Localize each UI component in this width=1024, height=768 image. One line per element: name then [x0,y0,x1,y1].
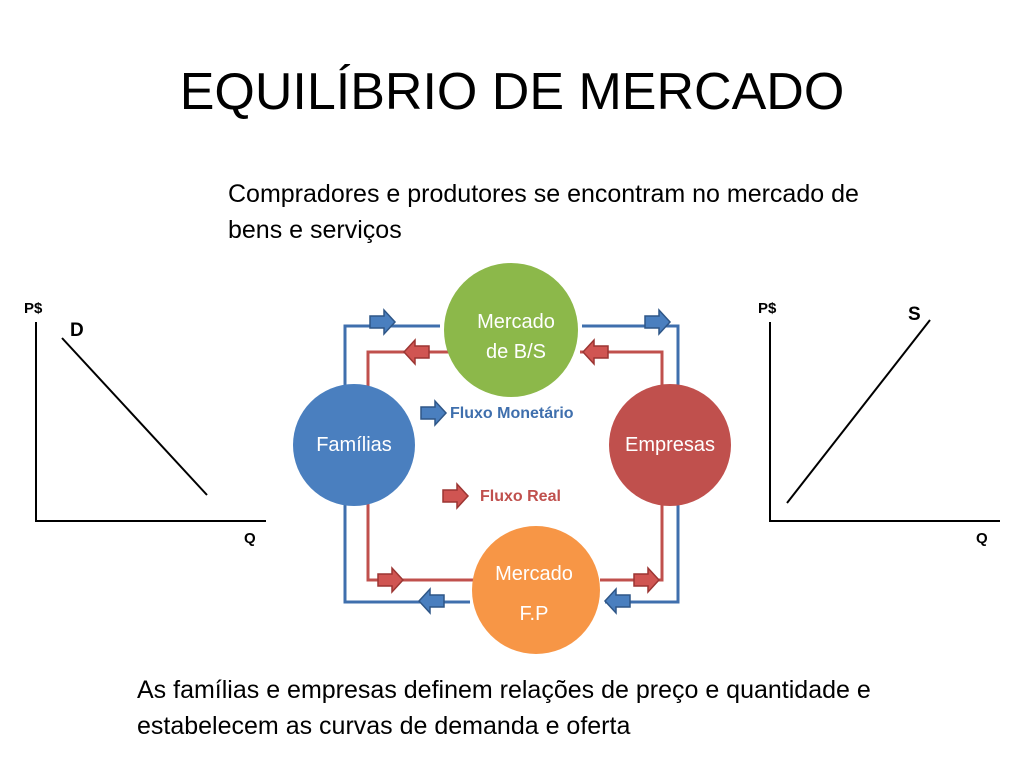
supply-curve [786,319,931,504]
demand-graph: P$ D Q [24,300,266,547]
real-arrow-top-left [403,339,430,365]
node-market-goods: Mercado de B/S [444,263,578,397]
monetary-arrow-bottom-right [604,588,631,614]
node-market-goods-line2: de B/S [486,341,546,363]
real-arrow-top-right [582,339,609,365]
node-families: Famílias [293,384,415,506]
node-families-label: Famílias [316,434,392,456]
demand-curve-label: D [70,320,84,341]
monetary-arrow-top-right [644,309,671,335]
real-arrow-bottom-right [633,567,660,593]
supply-x-label: Q [976,530,988,547]
supply-curve-label: S [908,304,921,325]
node-market-factors-line2: F.P [520,603,549,625]
node-market-goods-line1: Mercado [477,311,555,333]
subtitle-text: Compradores e produtores se encontram no… [228,180,859,244]
legend-real-label: Fluxo Real [480,488,561,505]
page-title: EQUILÍBRIO DE MERCADO [179,63,845,121]
monetary-arrow-bottom-left [418,588,445,614]
supply-y-label: P$ [758,300,777,317]
real-arrow-bottom-left [377,567,404,593]
supply-graph: P$ S Q [758,300,1000,547]
demand-curve [61,337,208,496]
node-firms: Empresas [609,384,731,506]
legend-monetary-arrow [420,400,447,426]
node-market-factors: Mercado F.P [472,526,600,654]
demand-x-label: Q [244,530,256,547]
legend-monetary-label: Fluxo Monetário [450,405,574,422]
monetary-arrow-top-left [369,309,396,335]
legend-real-arrow [442,483,469,509]
node-firms-label: Empresas [625,434,715,456]
footer-text: As famílias e empresas definem relações … [137,676,871,740]
demand-y-label: P$ [24,300,43,317]
node-market-factors-line1: Mercado [495,563,573,585]
